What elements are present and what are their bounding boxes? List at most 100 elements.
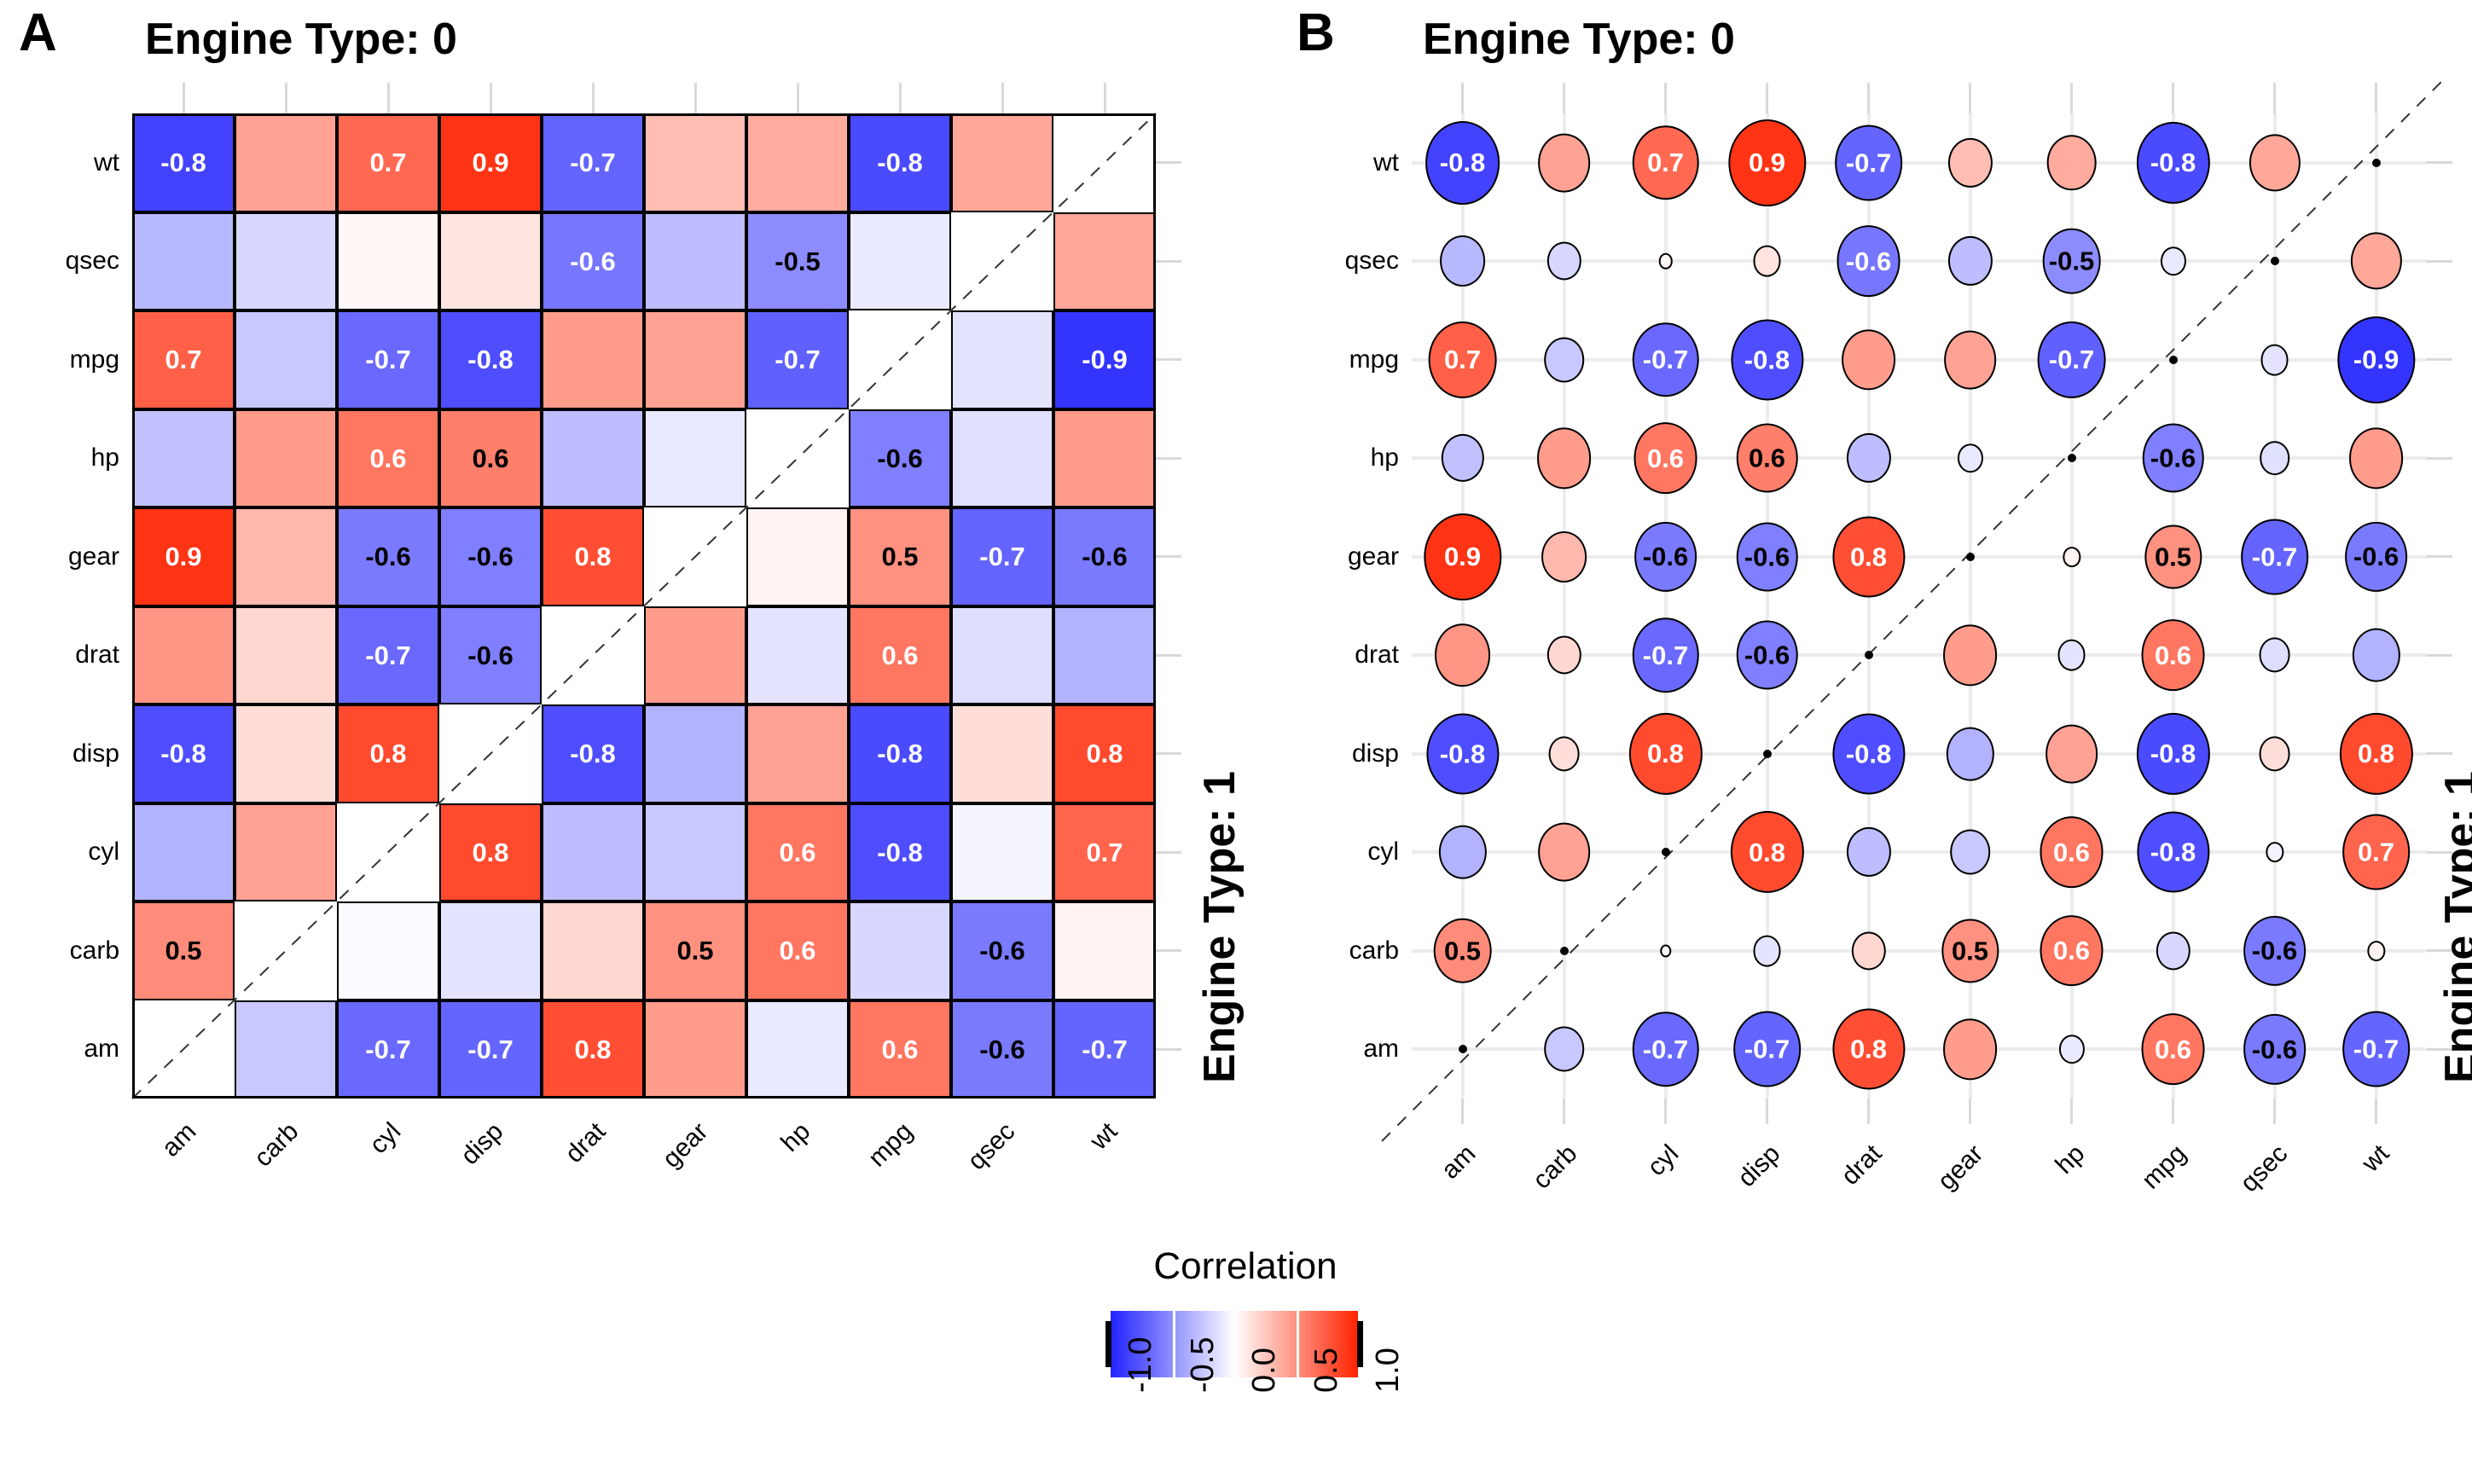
correlation-bubble[interactable] <box>1957 443 1983 473</box>
heatmap-cell[interactable]: -0.6 <box>1053 507 1156 606</box>
heatmap-cell[interactable] <box>235 704 337 803</box>
heatmap-cell[interactable]: -0.6 <box>849 409 951 507</box>
heatmap-cell[interactable] <box>951 704 1053 803</box>
correlation-bubble[interactable] <box>2160 246 2186 276</box>
correlation-bubble[interactable]: -0.5 <box>2042 228 2101 294</box>
correlation-bubble[interactable] <box>1659 944 1672 958</box>
correlation-bubble[interactable] <box>1947 137 1993 188</box>
heatmap-cell[interactable]: 0.6 <box>746 803 849 901</box>
correlation-bubble[interactable] <box>2352 628 2400 682</box>
correlation-bubble[interactable]: -0.6 <box>2142 423 2204 493</box>
heatmap-cell[interactable] <box>1053 606 1156 704</box>
heatmap-cell[interactable] <box>644 113 746 212</box>
correlation-bubble[interactable]: -0.7 <box>1732 1011 1802 1087</box>
heatmap-cell[interactable] <box>849 212 951 310</box>
heatmap-cell[interactable]: -0.6 <box>337 507 439 606</box>
correlation-bubble[interactable]: -0.8 <box>1425 713 1500 795</box>
correlation-bubble[interactable]: 0.6 <box>1736 423 1798 493</box>
heatmap-cell[interactable] <box>235 606 337 704</box>
correlation-bubble[interactable] <box>2067 454 2076 463</box>
correlation-bubble[interactable] <box>1546 241 1581 281</box>
heatmap-cell[interactable] <box>951 409 1053 507</box>
heatmap-cell[interactable] <box>644 212 746 310</box>
heatmap-cell[interactable] <box>644 310 746 409</box>
heatmap-cell[interactable]: -0.8 <box>542 704 644 803</box>
heatmap-cell[interactable] <box>132 1000 235 1099</box>
correlation-bubble[interactable]: -0.6 <box>2243 915 2307 986</box>
heatmap-cell[interactable]: 0.8 <box>337 704 439 803</box>
heatmap-cell[interactable] <box>132 606 235 704</box>
correlation-bubble[interactable] <box>1543 337 1585 383</box>
correlation-bubble[interactable]: -0.6 <box>1736 522 1798 592</box>
correlation-bubble[interactable] <box>1548 736 1580 772</box>
correlation-bubble[interactable]: 0.8 <box>1831 1008 1906 1090</box>
correlation-bubble[interactable]: -0.9 <box>2336 316 2416 403</box>
correlation-bubble[interactable]: 0.8 <box>1831 516 1906 598</box>
heatmap-cell[interactable] <box>951 803 1053 901</box>
correlation-bubble[interactable] <box>1438 825 1487 879</box>
heatmap-cell[interactable]: -0.8 <box>849 113 951 212</box>
correlation-bubble[interactable]: -0.6 <box>2243 1014 2307 1085</box>
heatmap-cell[interactable]: -0.8 <box>849 704 951 803</box>
heatmap-cell[interactable] <box>337 901 439 1000</box>
correlation-bubble[interactable] <box>1537 133 1591 193</box>
correlation-bubble[interactable] <box>2259 736 2290 772</box>
heatmap-cell[interactable] <box>746 113 849 212</box>
heatmap-cell[interactable]: 0.8 <box>1053 704 1156 803</box>
correlation-bubble[interactable]: 0.8 <box>1628 712 1703 795</box>
correlation-bubble[interactable] <box>2265 842 2284 863</box>
correlation-bubble[interactable]: 0.7 <box>1428 321 1497 398</box>
heatmap-cell[interactable]: 0.6 <box>337 409 439 507</box>
heatmap-cell[interactable] <box>746 1000 849 1099</box>
correlation-bubble[interactable]: 0.6 <box>2040 816 2104 889</box>
correlation-bubble[interactable] <box>1846 827 1891 878</box>
heatmap-cell[interactable] <box>235 310 337 409</box>
heatmap-cell[interactable] <box>644 803 746 901</box>
correlation-bubble[interactable]: 0.7 <box>2341 814 2411 890</box>
correlation-bubble[interactable] <box>1458 1045 1467 1054</box>
heatmap-cell[interactable]: 0.7 <box>132 310 235 409</box>
heatmap-cell[interactable] <box>439 704 542 803</box>
correlation-bubble[interactable] <box>1434 623 1491 687</box>
heatmap-cell[interactable] <box>235 803 337 901</box>
correlation-bubble[interactable] <box>1851 931 1886 971</box>
correlation-bubble[interactable] <box>1762 749 1772 758</box>
correlation-bubble[interactable]: -0.6 <box>1633 521 1697 592</box>
correlation-bubble[interactable]: 0.8 <box>1730 811 1804 894</box>
heatmap-cell[interactable]: -0.8 <box>849 803 951 901</box>
correlation-bubble[interactable] <box>1841 329 1896 391</box>
correlation-bubble[interactable] <box>1439 235 1486 287</box>
heatmap-cell[interactable] <box>951 113 1053 212</box>
correlation-bubble[interactable] <box>2350 232 2402 290</box>
correlation-bubble[interactable]: -0.7 <box>2240 519 2309 595</box>
correlation-bubble[interactable] <box>2366 940 2386 961</box>
correlation-bubble[interactable]: -0.6 <box>1736 620 1798 690</box>
correlation-bubble[interactable] <box>1965 552 1975 561</box>
correlation-bubble[interactable]: -0.7 <box>1632 322 1699 397</box>
correlation-bubble[interactable] <box>2249 134 2301 192</box>
heatmap-cell[interactable] <box>542 606 644 704</box>
correlation-bubble[interactable]: 0.5 <box>1433 918 1492 984</box>
heatmap-cell[interactable]: 0.6 <box>849 606 951 704</box>
heatmap-cell[interactable] <box>132 803 235 901</box>
heatmap-cell[interactable]: -0.6 <box>951 901 1053 1000</box>
heatmap-cell[interactable] <box>1053 901 1156 1000</box>
heatmap-cell[interactable]: -0.9 <box>1053 310 1156 409</box>
correlation-bubble[interactable] <box>2348 427 2404 489</box>
correlation-bubble[interactable] <box>1661 848 1670 857</box>
heatmap-cell[interactable] <box>542 901 644 1000</box>
correlation-bubble[interactable] <box>1946 727 1994 781</box>
correlation-bubble[interactable]: 0.6 <box>2141 1013 2205 1086</box>
heatmap-cell[interactable]: -0.6 <box>439 606 542 704</box>
heatmap-cell[interactable] <box>849 310 951 409</box>
correlation-bubble[interactable]: -0.8 <box>2136 121 2210 204</box>
correlation-bubble[interactable] <box>2371 158 2381 167</box>
correlation-bubble[interactable]: -0.8 <box>1831 713 1906 795</box>
heatmap-cell[interactable]: -0.7 <box>951 507 1053 606</box>
correlation-bubble[interactable] <box>1541 530 1587 583</box>
correlation-bubble[interactable]: 0.7 <box>1632 125 1699 200</box>
heatmap-cell[interactable] <box>439 901 542 1000</box>
correlation-bubble[interactable] <box>1546 635 1581 675</box>
correlation-bubble[interactable] <box>2259 441 2290 476</box>
heatmap-cell[interactable] <box>1053 113 1156 212</box>
